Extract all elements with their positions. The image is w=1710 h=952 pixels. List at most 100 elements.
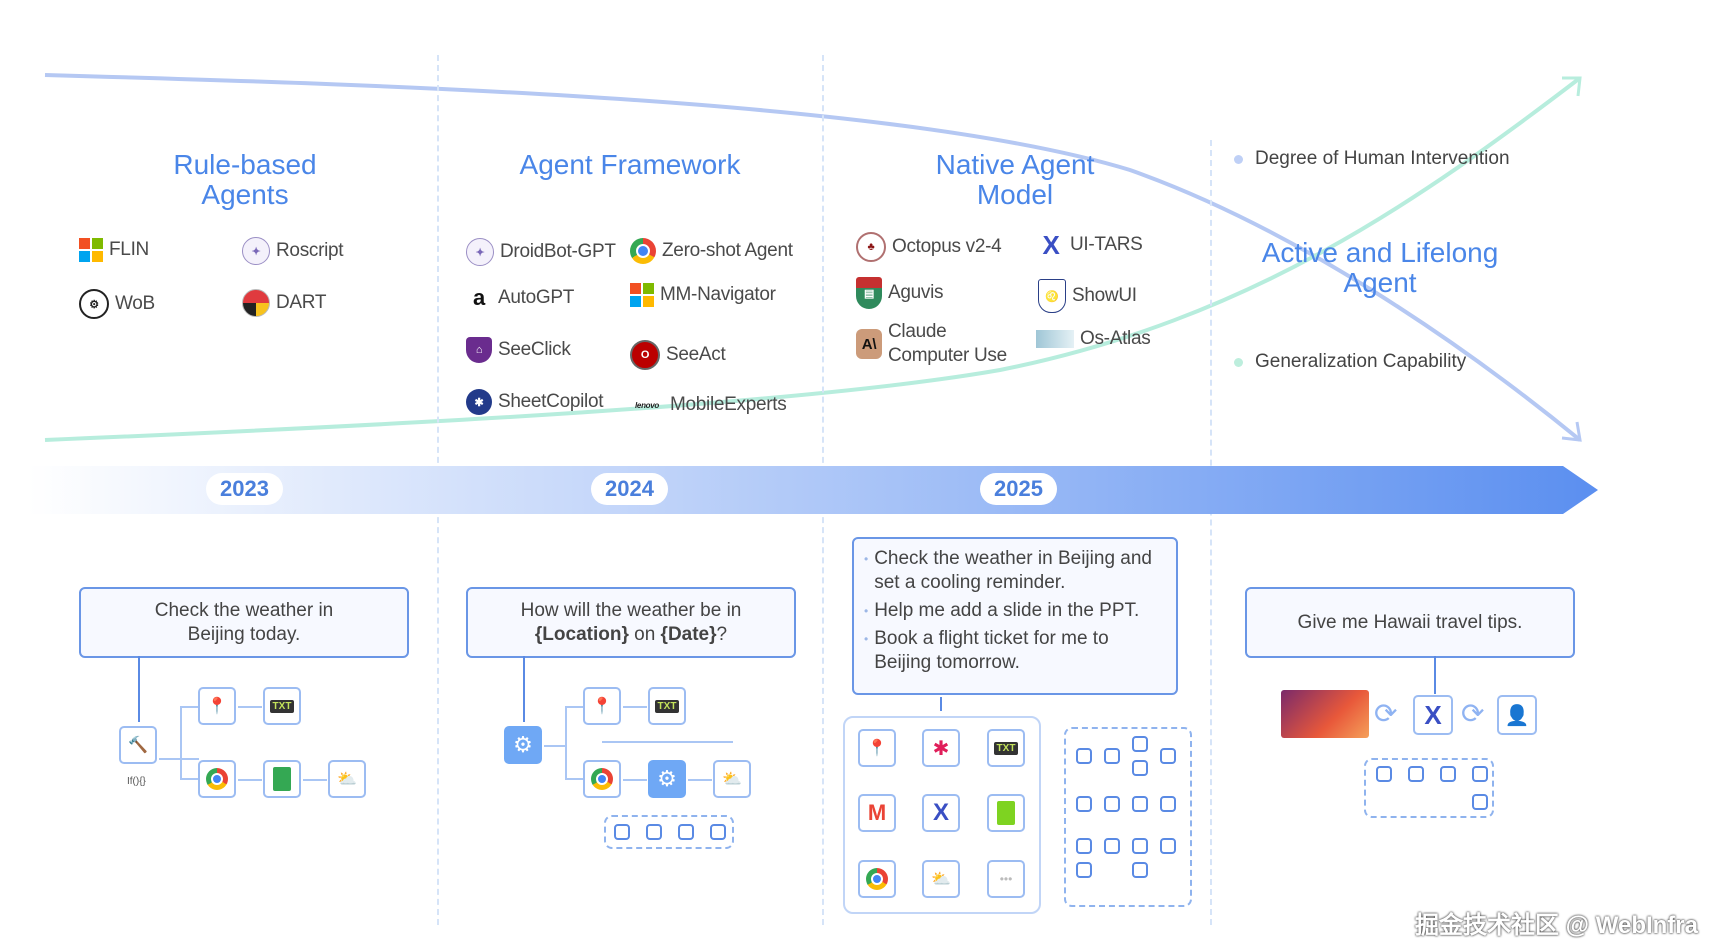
agent-seeclick: ⌂ SeeClick bbox=[466, 337, 571, 363]
workflow-node bbox=[1408, 766, 1424, 782]
microsoft-logo-icon bbox=[79, 238, 103, 262]
gmail-icon: M bbox=[858, 794, 896, 832]
human-intervention-curve bbox=[44, 73, 1582, 442]
workflow-node bbox=[1132, 862, 1148, 878]
legend-dot-blue bbox=[1234, 154, 1243, 164]
sync-icon: ⟳ bbox=[1461, 698, 1485, 729]
connector bbox=[544, 745, 566, 747]
txt-file-icon: TXT bbox=[263, 687, 301, 725]
weather-icon: ⛅ bbox=[713, 760, 751, 798]
txt-file-icon: TXT bbox=[987, 729, 1025, 767]
hku-shield-icon: ▤ bbox=[856, 277, 882, 309]
slack-icon: ✱ bbox=[922, 729, 960, 767]
chrome-icon bbox=[583, 760, 621, 798]
function-label: If(){} bbox=[127, 776, 146, 787]
more-icon: ••• bbox=[987, 860, 1025, 898]
arrow-down bbox=[523, 656, 525, 722]
timeline-arrow bbox=[28, 466, 1598, 514]
generalization-arrowhead bbox=[1562, 76, 1582, 97]
divider-3 bbox=[1210, 140, 1212, 925]
agent-zero-shot: Zero-shot Agent bbox=[630, 238, 793, 264]
tool-hub-container bbox=[843, 716, 1041, 914]
workflow-node bbox=[1472, 794, 1488, 810]
agent-droidbot-gpt: ✦ DroidBot-GPT bbox=[466, 238, 616, 266]
legend-dot-green bbox=[1234, 357, 1243, 367]
agent-seeact: O SeeAct bbox=[630, 340, 726, 370]
connector bbox=[180, 706, 182, 780]
amazon-logo-icon: a bbox=[473, 285, 485, 310]
agent-sheetcopilot: ✱ SheetCopilot bbox=[466, 389, 604, 415]
desktop-screenshot-icon bbox=[1281, 690, 1369, 738]
university-seal-icon: ✦ bbox=[466, 238, 494, 266]
task-box-active: Give me Hawaii travel tips. bbox=[1245, 587, 1575, 658]
connector bbox=[565, 778, 583, 780]
task-box-native: •Check the weather in Beijing and set a … bbox=[852, 537, 1178, 695]
chrome-logo-icon bbox=[630, 238, 656, 264]
agent-flin: FLIN bbox=[79, 238, 149, 262]
workflow-node bbox=[710, 824, 726, 840]
university-shield-icon: ⌂ bbox=[466, 337, 492, 363]
nus-shield-icon: ♌ bbox=[1038, 279, 1066, 313]
openai-logo-icon: ⚙ bbox=[79, 289, 109, 319]
workflow-node bbox=[1132, 796, 1148, 812]
agent-dart: DART bbox=[242, 289, 326, 317]
connector bbox=[565, 706, 583, 708]
stanford-seal-icon: ♣ bbox=[856, 232, 886, 262]
agent-aguvis: ▤ Aguvis bbox=[856, 277, 944, 309]
agent-ui-tars: X UI-TARS bbox=[1038, 229, 1142, 260]
ui-tars-icon: X bbox=[922, 794, 960, 832]
agent-claude-computer-use: A\ Claude Computer Use bbox=[856, 320, 1007, 368]
connector bbox=[238, 706, 262, 708]
hammer-icon: 🔨 bbox=[119, 726, 157, 764]
workflow-node bbox=[1076, 796, 1092, 812]
workflow-node bbox=[1132, 838, 1148, 854]
google-maps-icon: 📍 bbox=[198, 687, 236, 725]
chrome-icon bbox=[858, 860, 896, 898]
workflow-node bbox=[1104, 748, 1120, 764]
ohio-state-logo-icon: O bbox=[630, 340, 660, 370]
ui-tars-icon: X bbox=[1413, 695, 1453, 735]
ui-tars-logo-icon: X bbox=[1042, 229, 1060, 260]
connector bbox=[565, 706, 567, 780]
chrome-icon bbox=[198, 760, 236, 798]
task-box-rule: Check the weather in Beijing today. bbox=[79, 587, 409, 658]
workflow-node bbox=[1076, 838, 1092, 854]
weather-icon: ⛅ bbox=[922, 860, 960, 898]
arrow-down bbox=[940, 697, 942, 711]
university-seal-icon: ✱ bbox=[466, 389, 492, 415]
workflow-container bbox=[1064, 727, 1192, 907]
agent-octopus: ♣ Octopus v2-4 bbox=[856, 232, 1002, 262]
user-chat-icon: 👤 bbox=[1497, 695, 1537, 735]
workflow-node bbox=[1440, 766, 1456, 782]
agent-wob: ⚙ WoB bbox=[79, 289, 155, 319]
maryland-seal-icon bbox=[242, 289, 270, 317]
task-item: •Help me add a slide in the PPT. bbox=[864, 600, 1140, 621]
sheets-icon bbox=[987, 794, 1025, 832]
workflow-node bbox=[1376, 766, 1392, 782]
weather-icon: ⛅ bbox=[328, 760, 366, 798]
google-maps-icon: 📍 bbox=[858, 729, 896, 767]
arrow-down bbox=[1434, 656, 1436, 694]
anthropic-logo-icon: A\ bbox=[856, 329, 882, 359]
openai-llm-icon: ⚙ bbox=[504, 726, 542, 764]
agent-showui: ♌ ShowUI bbox=[1038, 279, 1137, 313]
agent-autogpt: a AutoGPT bbox=[466, 285, 574, 311]
workflow-node bbox=[1104, 838, 1120, 854]
connector bbox=[303, 779, 327, 781]
stage-title-rule-based: Rule-based Agents bbox=[173, 149, 317, 210]
connector bbox=[180, 706, 198, 708]
workflow-node bbox=[614, 824, 630, 840]
workflow-node bbox=[1132, 760, 1148, 776]
year-badge-2023: 2023 bbox=[206, 473, 283, 505]
arrow-down bbox=[138, 656, 140, 722]
agent-os-atlas: Os-Atlas bbox=[1036, 328, 1151, 350]
task-box-framework: How will the weather be in {Location} on… bbox=[466, 587, 796, 658]
connector bbox=[623, 706, 647, 708]
openai-llm-icon: ⚙ bbox=[648, 760, 686, 798]
workflow-node bbox=[1104, 796, 1120, 812]
task-item: •Book a flight ticket for me to Beijing … bbox=[864, 628, 1109, 673]
stage-title-framework: Agent Framework bbox=[519, 149, 741, 180]
sheets-icon bbox=[263, 760, 301, 798]
workflow-node bbox=[678, 824, 694, 840]
